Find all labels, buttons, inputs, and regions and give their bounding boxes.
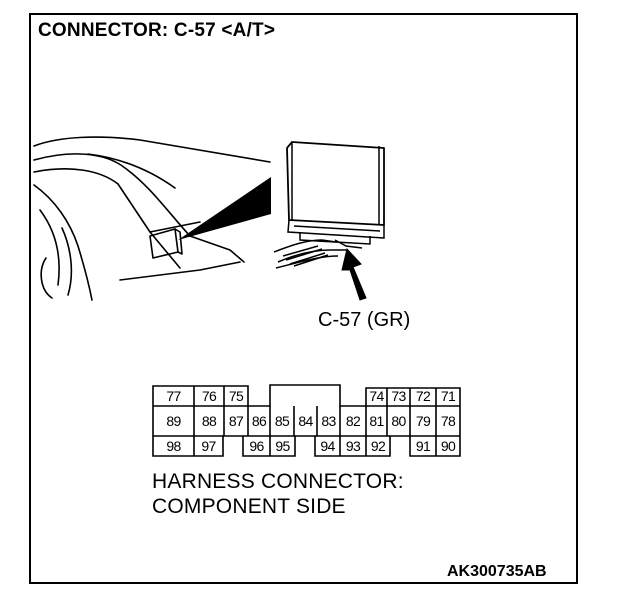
pin-87: 87 — [228, 413, 244, 429]
diagram-frame — [29, 13, 578, 584]
connector-arrow — [341, 247, 367, 301]
connector-pinout-outline — [152, 384, 461, 457]
pin-84: 84 — [298, 413, 313, 429]
dashboard-curve — [33, 153, 191, 237]
wiring-harness — [273, 239, 337, 253]
pin-71: 71 — [440, 388, 456, 404]
pin-77: 77 — [166, 388, 181, 404]
pin-91: 91 — [415, 438, 431, 454]
component-box — [149, 228, 179, 259]
caption-harness-connector: HARNESS CONNECTOR: — [152, 470, 404, 493]
pin-96: 96 — [249, 438, 264, 454]
pin-74: 74 — [369, 388, 384, 404]
pin-92: 92 — [370, 438, 386, 454]
pin-89: 89 — [166, 413, 181, 429]
pin-85: 85 — [274, 413, 290, 429]
pin-98: 98 — [166, 438, 181, 454]
pin-88: 88 — [201, 413, 217, 429]
pin-90: 90 — [440, 438, 456, 454]
pin-93: 93 — [345, 438, 361, 454]
pin-97: 97 — [201, 438, 216, 454]
pin-81: 81 — [369, 413, 384, 429]
pin-72: 72 — [415, 388, 431, 404]
pin-79: 79 — [415, 413, 431, 429]
pin-82: 82 — [345, 413, 361, 429]
connector-label: C-57 (GR) — [318, 309, 411, 331]
caption-component-side: COMPONENT SIDE — [152, 495, 346, 518]
pin-76: 76 — [201, 388, 217, 404]
pin-75: 75 — [228, 388, 244, 404]
pin-95: 95 — [275, 438, 290, 454]
pin-73: 73 — [391, 388, 406, 404]
figure-id: AK300735AB — [447, 563, 547, 580]
pin-83: 83 — [321, 413, 336, 429]
diagram-title: CONNECTOR: C-57 <A/T> — [38, 20, 276, 41]
pin-86: 86 — [251, 413, 267, 429]
pin-80: 80 — [391, 413, 406, 429]
callout-wedge — [178, 177, 271, 240]
control-unit-body — [286, 141, 385, 226]
pin-94: 94 — [320, 438, 335, 454]
pin-78: 78 — [440, 413, 456, 429]
dashboard-upper-edge — [33, 136, 271, 163]
